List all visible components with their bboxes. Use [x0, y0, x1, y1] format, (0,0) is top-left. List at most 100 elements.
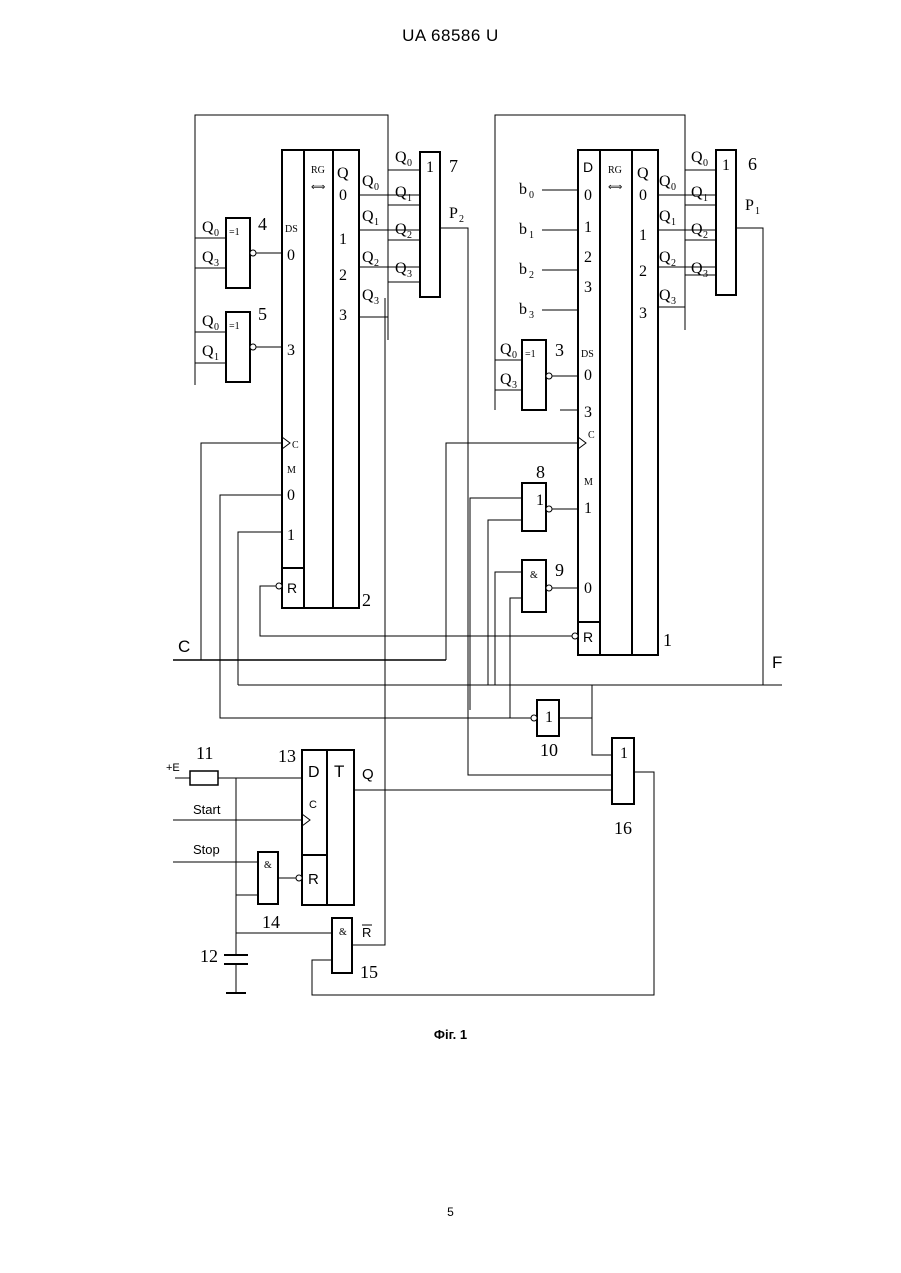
svg-text:0: 0	[584, 580, 592, 597]
svg-text:2: 2	[639, 263, 647, 280]
signal-stop: Stop	[193, 842, 220, 857]
svg-text:R: R	[583, 629, 593, 645]
svg-text:0: 0	[512, 350, 517, 361]
label-11: 11	[196, 743, 213, 763]
bus-wires: C F	[173, 298, 782, 945]
trigger-13: D C T R Q 13	[278, 746, 612, 905]
svg-text:3: 3	[584, 279, 592, 296]
svg-text:2: 2	[584, 249, 592, 266]
svg-text:⟺: ⟺	[311, 182, 325, 193]
svg-text:b: b	[519, 181, 527, 198]
label-16: 16	[614, 818, 632, 838]
svg-text:0: 0	[214, 322, 219, 333]
svg-text:3: 3	[287, 342, 295, 359]
or-gate-6: 1 6 P1	[716, 150, 763, 685]
svg-text:D: D	[583, 159, 593, 175]
label-9: 9	[555, 560, 564, 580]
svg-text:3: 3	[639, 305, 647, 322]
svg-text:0: 0	[374, 182, 379, 193]
svg-text:3: 3	[214, 258, 219, 269]
svg-text:3: 3	[584, 404, 592, 421]
and-gate-14: & 14	[258, 852, 296, 932]
svg-text:2: 2	[374, 258, 379, 269]
and-gate-9: & 9	[522, 560, 578, 612]
label-8: 8	[536, 462, 545, 482]
svg-text:D: D	[308, 764, 320, 781]
svg-text:Q: Q	[395, 149, 407, 166]
svg-text:1: 1	[339, 231, 347, 248]
svg-text:Q: Q	[691, 221, 703, 238]
svg-text:2: 2	[339, 267, 347, 284]
svg-text:Q: Q	[691, 260, 703, 277]
svg-text:Q: Q	[691, 149, 703, 166]
svg-text:b: b	[519, 301, 527, 318]
svg-text:1: 1	[529, 230, 534, 241]
svg-text:1: 1	[722, 157, 730, 174]
label-5: 5	[258, 304, 267, 324]
svg-text:Q: Q	[637, 165, 649, 182]
label-10: 10	[540, 740, 558, 760]
svg-text:0: 0	[703, 158, 708, 169]
svg-text:1: 1	[639, 227, 647, 244]
svg-text:1: 1	[426, 159, 434, 176]
svg-text:0: 0	[671, 182, 676, 193]
svg-text:C: C	[588, 430, 595, 441]
svg-text:R: R	[362, 925, 371, 940]
page-number: 5	[0, 1205, 901, 1219]
register-1-data-inputs: b0 b1 b2 b3	[519, 181, 578, 321]
svg-text:0: 0	[584, 187, 592, 204]
signal-start: Start	[193, 802, 221, 817]
svg-text:1: 1	[584, 500, 592, 517]
rg-label: RG	[311, 165, 325, 176]
svg-text:2: 2	[407, 230, 412, 241]
svg-text:3: 3	[339, 307, 347, 324]
svg-text:1: 1	[584, 219, 592, 236]
svg-text:Q: Q	[362, 173, 374, 190]
svg-text:P: P	[745, 197, 754, 214]
register-2-outputs: Q0 Q1 Q2 Q3 Q0 Q1 Q2 Q3	[359, 149, 420, 317]
svg-text:Q: Q	[362, 766, 374, 783]
svg-text:3: 3	[703, 269, 708, 280]
svg-text:C: C	[292, 440, 299, 451]
svg-text:b: b	[519, 261, 527, 278]
svg-text:0: 0	[584, 367, 592, 384]
label-7: 7	[449, 156, 458, 176]
svg-text:0: 0	[529, 190, 534, 201]
label-2: 2	[362, 590, 371, 610]
label-12: 12	[200, 946, 218, 966]
svg-text:T: T	[334, 762, 344, 781]
svg-text:Q: Q	[202, 219, 214, 236]
figure-caption: Фіг. 1	[0, 1027, 901, 1042]
svg-text:3: 3	[671, 296, 676, 307]
svg-text:Q: Q	[337, 165, 349, 182]
register-1-outputs: Q0 Q1 Q2 Q3 Q0 Q1 Q2 Q3	[658, 149, 716, 307]
svg-text:2: 2	[529, 270, 534, 281]
svg-text:Q: Q	[362, 249, 374, 266]
svg-text:1: 1	[407, 193, 412, 204]
svg-text:DS: DS	[285, 224, 298, 235]
svg-text:0: 0	[639, 187, 647, 204]
svg-text:2: 2	[459, 214, 464, 225]
xor-gate-5: =1 Q0 Q1 5	[195, 304, 282, 382]
svg-text:=1: =1	[525, 349, 536, 360]
svg-text:Q: Q	[362, 208, 374, 225]
svg-text:M: M	[287, 465, 296, 476]
svg-text:Q: Q	[395, 184, 407, 201]
svg-text:0: 0	[214, 228, 219, 239]
svg-text:1: 1	[703, 193, 708, 204]
svg-text:R: R	[287, 580, 297, 596]
or-gate-8: 1 8	[522, 462, 578, 531]
svg-text:C: C	[309, 799, 317, 811]
signal-c: C	[178, 637, 190, 656]
svg-text:0: 0	[287, 487, 295, 504]
label-3: 3	[555, 340, 564, 360]
svg-text:&: &	[264, 860, 272, 871]
svg-text:&: &	[530, 570, 538, 581]
svg-text:Q: Q	[500, 341, 512, 358]
svg-text:3: 3	[529, 310, 534, 321]
svg-text:P: P	[449, 205, 458, 222]
svg-text:1: 1	[374, 217, 379, 228]
svg-text:Q: Q	[659, 173, 671, 190]
svg-text:&: &	[339, 927, 347, 938]
svg-text:=1: =1	[229, 227, 240, 238]
